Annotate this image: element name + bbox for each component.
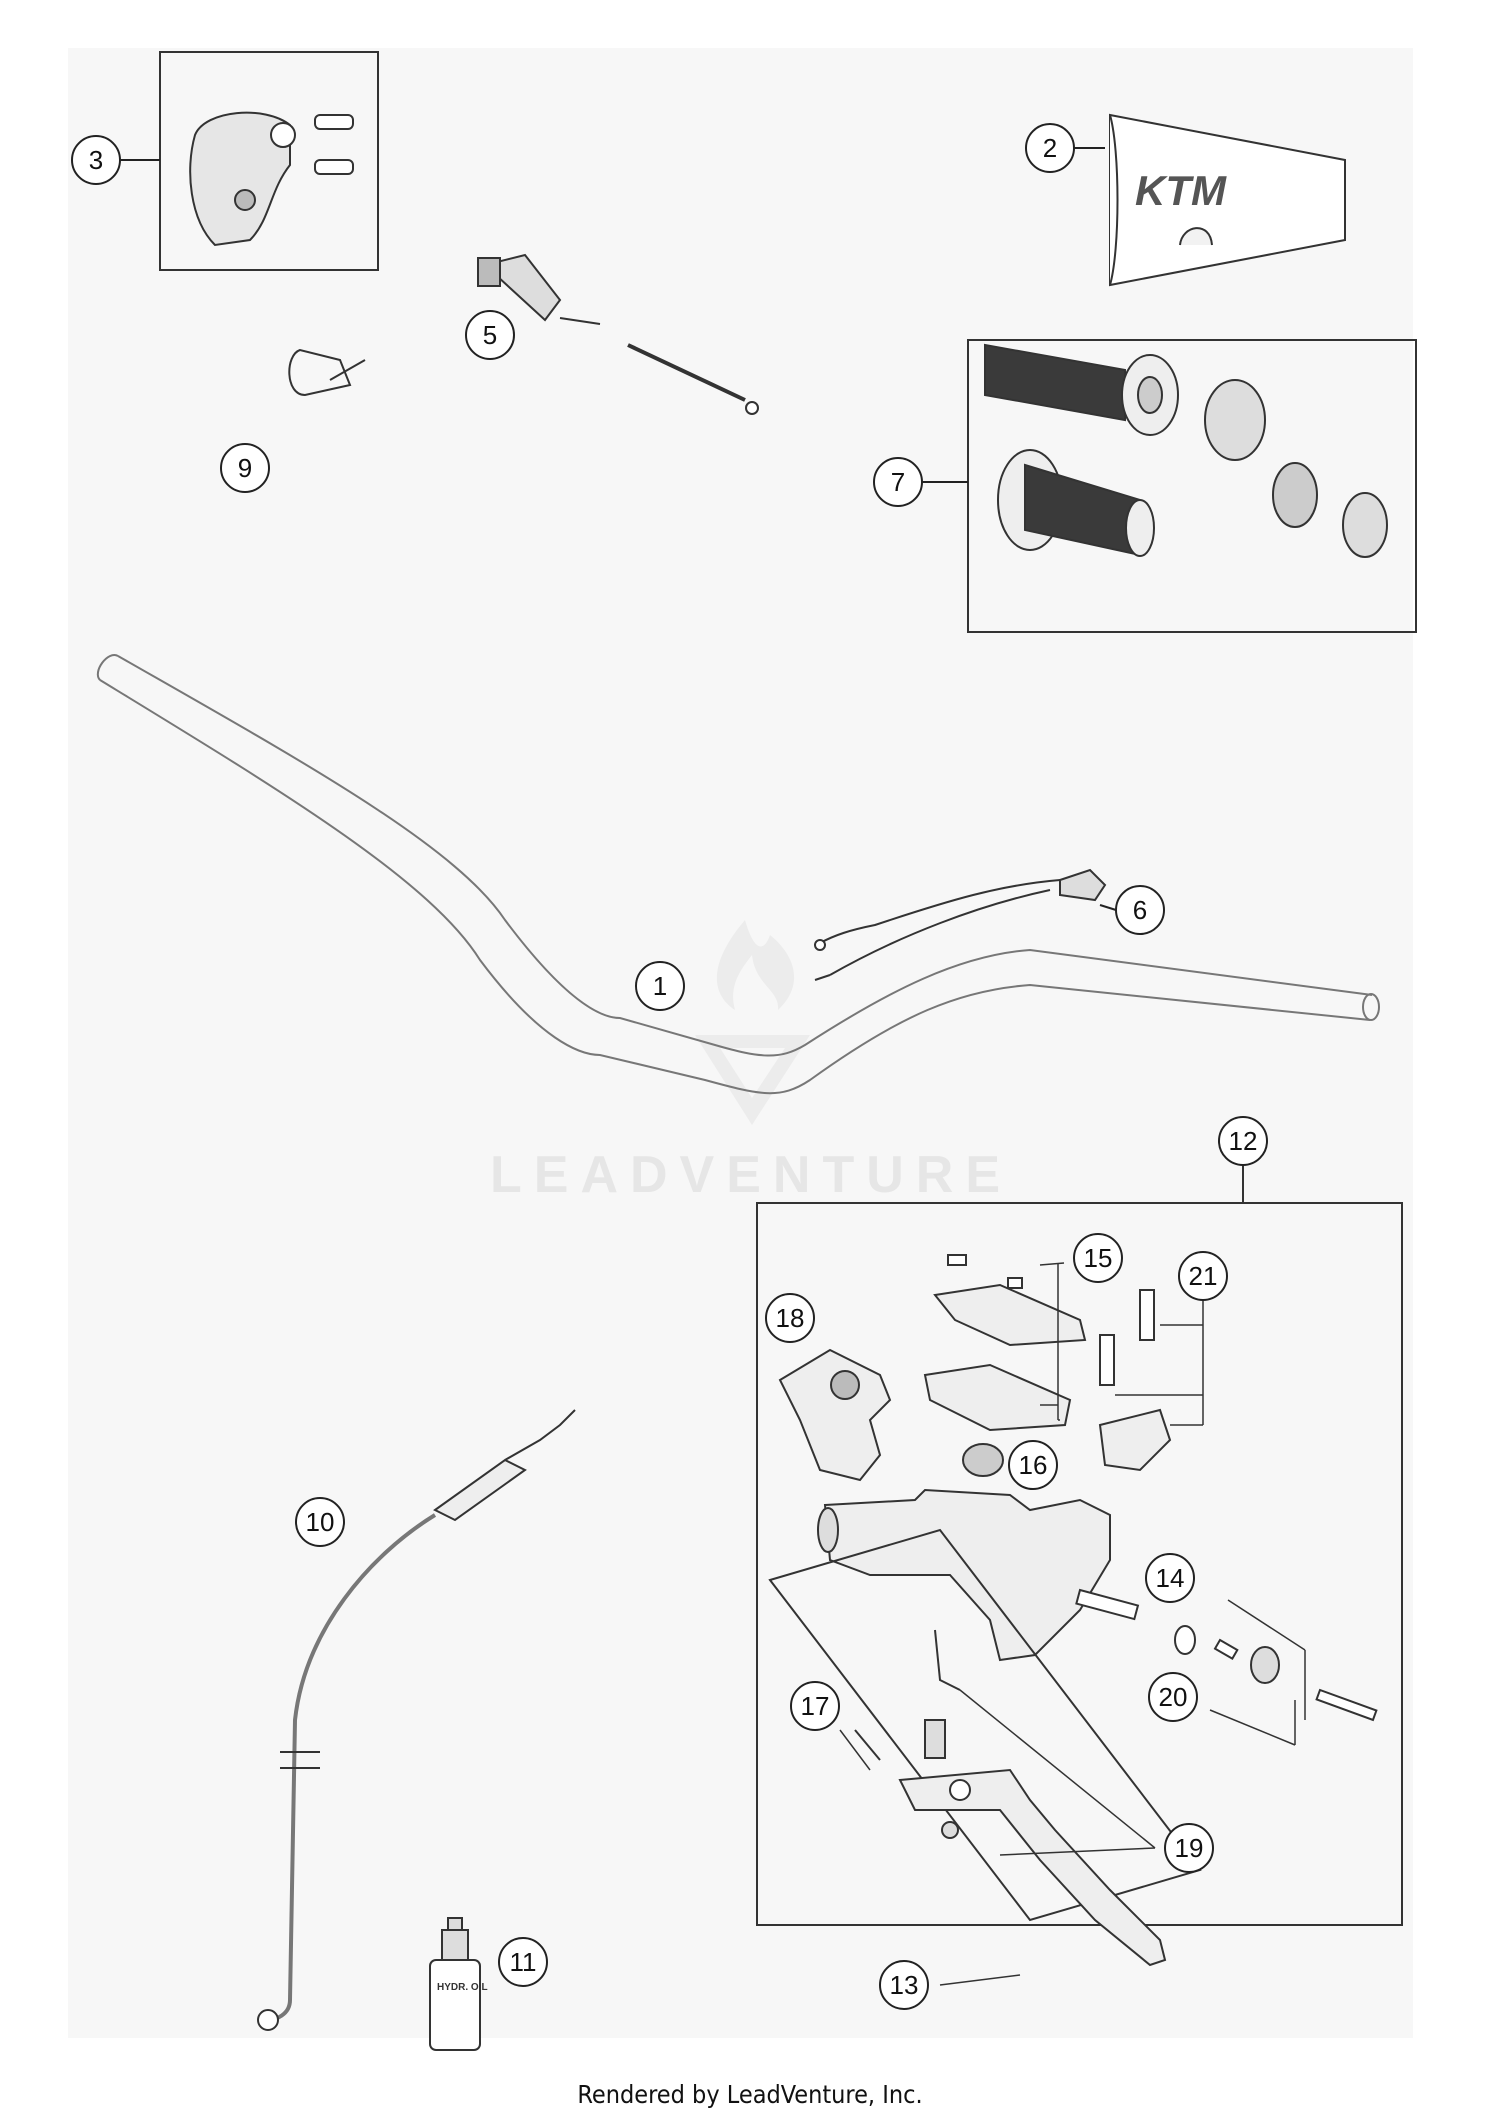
switch-assembly [189,111,354,247]
callout-17: 17 [790,1681,840,1731]
callout-19: 19 [1164,1823,1214,1873]
svg-text:12: 12 [1229,1126,1258,1156]
callout-16: 16 [1008,1440,1058,1490]
clutch-line [257,1409,576,2031]
callout-7: 7 [873,457,968,507]
callout-11: 11 [498,1937,548,1987]
hydraulic-oil-bottle: HYDR. OIL [429,1917,488,2051]
callouts: 1 2 3 5 6 7 9 10 11 12 13 14 15 16 17 18… [71,123,1268,2010]
callout-9: 9 [220,443,270,493]
bottle-label: HYDR. OIL [437,1982,488,1993]
callout-14: 14 [1145,1553,1195,1603]
callout-3: 3 [71,135,160,185]
svg-text:2: 2 [1043,133,1057,163]
handlebar [97,654,1380,1095]
callout-12: 12 [1218,1116,1268,1166]
svg-text:16: 16 [1019,1450,1048,1480]
callout-21: 21 [1178,1251,1228,1301]
callout-13: 13 [879,1960,929,2010]
watermark-text: LEADVENTURE [490,1146,1012,1204]
svg-text:21: 21 [1189,1261,1218,1291]
leader-lines [839,1262,1306,1986]
callout-1: 1 [635,961,685,1011]
callout-15: 15 [1073,1233,1123,1283]
throttle-sensor [477,253,759,415]
callout-2: 2 [1025,123,1105,173]
callout-20: 20 [1148,1672,1198,1722]
grip-set [984,343,1388,558]
handlebar-clamp [1098,1289,1172,1472]
master-cylinder [817,1488,1196,1662]
svg-text:3: 3 [89,145,103,175]
brake-lever [854,1629,1167,1967]
svg-text:1: 1 [653,971,667,1001]
callout-5: 5 [465,310,515,360]
svg-text:14: 14 [1156,1563,1185,1593]
svg-text:13: 13 [890,1970,919,2000]
callout-6: 6 [1099,885,1165,935]
svg-text:19: 19 [1175,1833,1204,1863]
callout-10: 10 [295,1497,345,1547]
cable-tie [288,348,366,397]
watermark: LEADVENTURE [490,920,1012,1204]
svg-text:10: 10 [306,1507,335,1537]
part-12-box [756,1202,1403,1926]
kill-switch [814,868,1107,981]
footer-credit: Rendered by LeadVenture, Inc. [577,2080,923,2109]
lever-guard [778,1348,892,1482]
ktm-logo: KTM [1135,167,1227,214]
handguard: KTM [1109,113,1346,287]
diaphragm [962,1443,1004,1477]
svg-text:9: 9 [238,453,252,483]
reservoir-cover [923,1254,1087,1432]
svg-text:15: 15 [1084,1243,1113,1273]
svg-text:20: 20 [1159,1682,1188,1712]
svg-text:11: 11 [510,1947,537,1977]
svg-text:18: 18 [776,1303,805,1333]
svg-text:6: 6 [1133,895,1147,925]
svg-text:5: 5 [483,320,497,350]
piston-kit [1213,1638,1378,1722]
callout-18: 18 [765,1293,815,1343]
svg-text:17: 17 [801,1691,830,1721]
svg-text:7: 7 [891,467,905,497]
part-7-box [967,339,1417,633]
